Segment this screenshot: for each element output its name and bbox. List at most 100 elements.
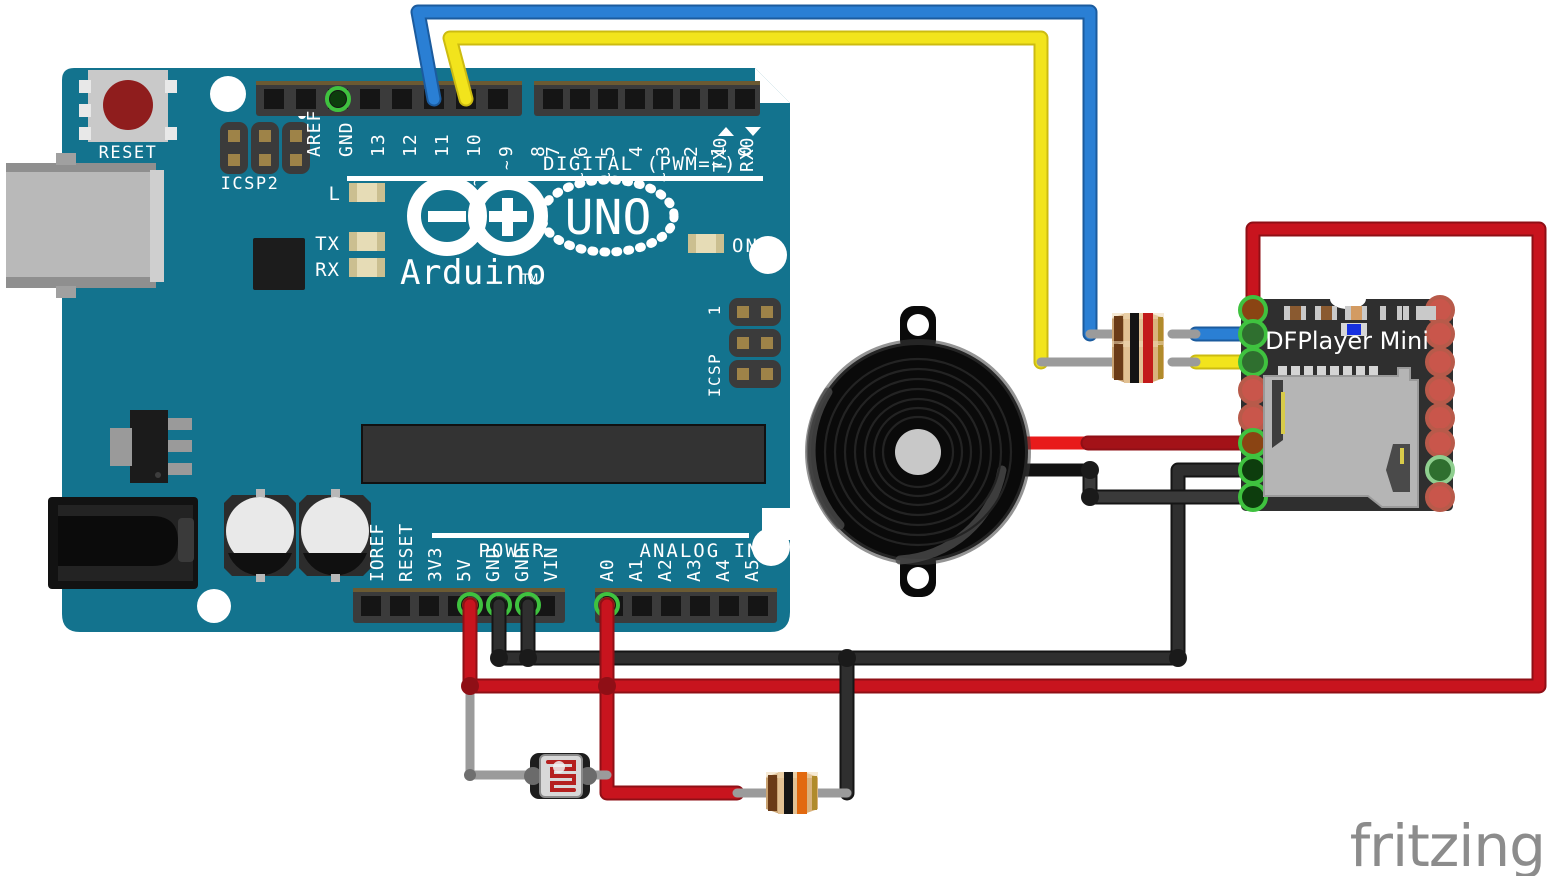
pwm-markers-left: ~ ~ ~ <box>433 160 516 186</box>
pin-label-9: 9 <box>496 145 517 157</box>
digital-header-right[interactable] <box>534 81 760 116</box>
analog-header-title: ANALOG IN <box>640 540 761 562</box>
rx-arrow-icon <box>745 127 761 136</box>
wire-junctions <box>490 461 1187 667</box>
wire-a0-divider[interactable] <box>599 597 745 801</box>
atmega-microcontroller <box>361 424 766 484</box>
silk-line-power <box>432 533 632 538</box>
mounting-hole-br <box>752 528 790 566</box>
pwm-markers-right: ~ ~ ~ <box>572 172 673 182</box>
wire-junctions-red <box>461 677 616 695</box>
piezo-speaker[interactable] <box>805 306 1031 597</box>
photoresistor-ldr[interactable] <box>524 753 597 799</box>
pin-label-6: 6 <box>571 146 592 157</box>
board-corner-chamfer <box>755 68 790 103</box>
fritzing-watermark: fritzing <box>1350 812 1545 876</box>
band-black <box>784 772 793 814</box>
led-label-on: ON <box>732 235 759 257</box>
pad-gnd-digital[interactable] <box>325 86 351 112</box>
silk-line-analog <box>597 533 749 538</box>
digital-header-left[interactable] <box>256 81 522 116</box>
mounting-hole-tl <box>210 76 246 112</box>
pin-label-5v: 5V <box>454 558 475 582</box>
pin-label-gnd-p1: GND <box>483 546 504 582</box>
dfplayer-right-pads[interactable] <box>1425 295 1455 512</box>
pin-label-11: 11 <box>432 133 453 157</box>
pin-label-gnd-p2: GND <box>512 546 533 582</box>
mounting-hole-bl <box>197 589 231 623</box>
icsp2-header[interactable] <box>220 122 310 174</box>
wire-ldr-to-5v[interactable] <box>464 681 542 781</box>
icsp-pin1-label: 1 <box>705 305 724 316</box>
reset-button[interactable] <box>79 70 177 142</box>
svg-text:~: ~ <box>572 172 591 182</box>
band-gold <box>812 776 817 810</box>
dfplayer-mini-module[interactable]: DFPlayer Mini <box>1238 295 1455 512</box>
usb-connector <box>6 153 164 298</box>
crystal-chip <box>253 238 305 290</box>
resistor-r3-10k[interactable] <box>766 772 818 814</box>
pin-label-a1: A1 <box>626 558 647 582</box>
pin-label-rx0-num: 0 <box>735 146 756 157</box>
digital-header-title: DIGITAL (PWM=~) <box>543 153 737 175</box>
pin-label-8: 8 <box>528 145 549 157</box>
pin-label-rx0: RX0 <box>737 136 758 172</box>
pin-label-3v3: 3V3 <box>425 546 446 582</box>
led-indicators <box>349 183 724 277</box>
pin-label-5: 5 <box>598 146 619 157</box>
svg-text:~: ~ <box>497 160 516 170</box>
board-pcb <box>62 68 790 632</box>
dfplayer-title: DFPlayer Mini <box>1265 327 1429 355</box>
pin-label-ioref: IOREF <box>367 523 388 582</box>
arduino-logo <box>407 176 548 256</box>
pin-label-13: 13 <box>368 133 389 157</box>
band-orange <box>797 772 807 814</box>
reset-label: RESET <box>99 143 158 163</box>
svg-text:~: ~ <box>465 176 484 186</box>
led-label-rx: RX <box>315 259 340 281</box>
brand-tm: TM <box>521 272 538 288</box>
pin-label-10: 10 <box>464 133 485 157</box>
pin-label-a5: A5 <box>742 558 763 582</box>
svg-text:~: ~ <box>599 172 618 182</box>
speaker-grooves <box>823 357 1013 547</box>
pin-label-reset: RESET <box>396 523 417 582</box>
resistor-r2-1k[interactable] <box>1112 341 1164 383</box>
led-label-tx: TX <box>315 233 340 255</box>
analog-header[interactable] <box>594 588 777 623</box>
logo-minus <box>428 211 466 222</box>
pin-label-7: 7 <box>543 146 564 157</box>
pin-label-12: 12 <box>400 133 421 157</box>
wire-d10-to-dfplayer[interactable] <box>442 30 1049 370</box>
tx-arrow-icon <box>718 127 734 136</box>
dfplayer-smd-parts <box>1284 306 1436 336</box>
svg-text:~: ~ <box>433 176 452 186</box>
icsp2-label: ICSP2 <box>221 174 280 194</box>
icsp-label: ICSP <box>705 353 724 398</box>
logo-plus-v <box>502 198 513 236</box>
pin-label-a3: A3 <box>684 558 705 582</box>
pin-label-a2: A2 <box>655 558 676 582</box>
microsd-card-slot[interactable] <box>1263 366 1419 508</box>
uno-label: UNO <box>565 190 652 246</box>
icsp-header[interactable] <box>729 298 781 388</box>
dc-power-jack <box>48 497 198 589</box>
status-led <box>1347 324 1361 335</box>
svg-text:~: ~ <box>654 172 673 182</box>
pin-label-a0: A0 <box>597 558 618 582</box>
mounting-hole-tr <box>749 236 787 274</box>
led-label-l: L <box>329 183 340 205</box>
brand-name: Arduino <box>400 253 547 293</box>
pin-label-vin: VIN <box>541 546 562 582</box>
voltage-regulator <box>110 410 192 483</box>
pin-label-tx0: TX0 <box>710 136 731 172</box>
pin-label-3: 3 <box>653 146 674 157</box>
wire-resistor-leads-top <box>1036 329 1201 367</box>
pin-label-2: 2 <box>681 146 702 157</box>
wire-d11-to-dfplayer[interactable] <box>410 4 1098 342</box>
arduino-uno-board[interactable]: RESET ICSP2 1 ICSP <box>6 68 790 632</box>
wire-5v-rail[interactable] <box>462 221 1547 694</box>
capacitors <box>224 489 371 582</box>
